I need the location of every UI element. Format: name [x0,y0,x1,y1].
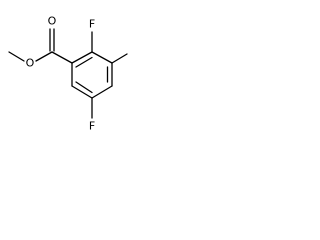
ring-double-bond-c5-c6 [75,81,93,94]
bond-ester-oxygen-methyl [8,51,25,62]
ester-oxygen-label: O [26,57,35,70]
carbonyl-oxygen-label: O [48,15,57,28]
substituent-bonds [8,28,128,119]
fluorine-label-top: F [89,18,95,31]
bond-c1-carbonyl-carbon [51,51,73,64]
ring-bonds [71,51,113,99]
ring-bond-c2-c3 [91,51,113,64]
molecule-structure: F F O O [8,15,128,133]
ring-bond-c4-c5 [91,85,113,99]
ring-bond-c5-c6 [71,85,93,99]
bond-carbonyl-carbon-ester-oxygen [35,51,53,62]
ring-double-bond-c1-c2 [75,56,93,68]
fluorine-label-bottom: F [89,120,95,133]
bond-c3-methyl [111,53,128,64]
ring-bond-c1-c2 [71,51,93,64]
